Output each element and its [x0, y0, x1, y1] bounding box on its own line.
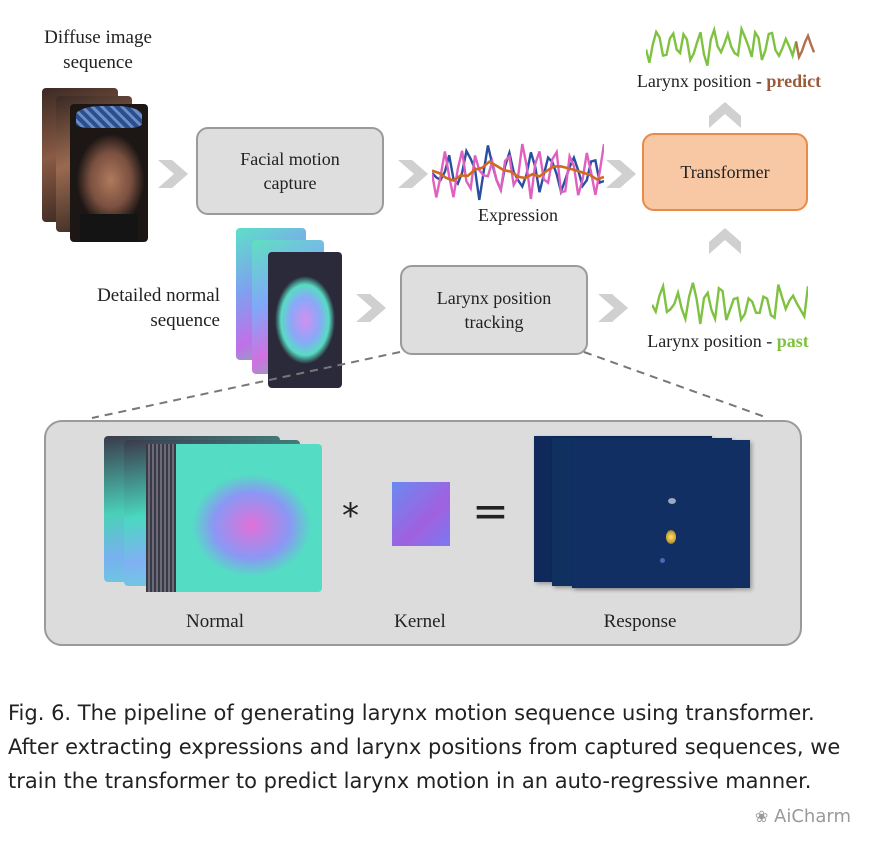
- larynx-position-tracking-box: Larynx position tracking: [400, 265, 588, 355]
- wechat-icon: ❀: [754, 807, 769, 826]
- arrow-up-to-transformer: [709, 228, 741, 254]
- arrow-chevron-3: [606, 160, 636, 188]
- predict-label-prefix: Larynx position -: [636, 71, 767, 91]
- response-label: Response: [603, 611, 677, 632]
- diffuse-sequence-label: Diffuse image sequence: [44, 27, 152, 73]
- kernel-label: Kernel: [394, 611, 446, 632]
- predict-label: Larynx position - predict: [604, 70, 854, 93]
- arrow-up-to-output: [709, 102, 741, 128]
- expression-waves: [432, 143, 604, 201]
- normal-sequence-label: Detailed normal sequence: [97, 285, 220, 331]
- arrow-chevron-5: [598, 294, 628, 322]
- response-frame-front: [572, 440, 750, 588]
- facial-motion-capture-box: Facial motion capture: [196, 127, 384, 215]
- diffuse-frame-front: [70, 104, 148, 242]
- normal-label: Normal: [185, 611, 245, 632]
- past-wave: [652, 281, 808, 325]
- kernel-image: [392, 482, 450, 546]
- predict-wave: [646, 24, 816, 66]
- normal-detail-frame-front: [146, 444, 322, 592]
- arrow-chevron-1: [158, 160, 188, 188]
- expression-label: Expression: [478, 205, 558, 225]
- normal-frame-front: [268, 252, 342, 388]
- arrow-chevron-2: [398, 160, 428, 188]
- equals-operator: =: [472, 486, 509, 537]
- zoom-dashed-lines: [91, 351, 769, 419]
- past-label-word: past: [776, 331, 809, 351]
- past-label-prefix: Larynx position -: [647, 331, 777, 351]
- transformer-box: Transformer: [642, 133, 808, 211]
- watermark-text: AiCharm: [774, 806, 851, 827]
- arrow-chevron-4: [356, 294, 386, 322]
- figure-caption: Fig. 6. The pipeline of generating laryn…: [8, 701, 841, 793]
- predict-label-word: predict: [766, 71, 822, 91]
- watermark: ❀ AiCharm: [755, 806, 851, 827]
- past-label: Larynx position - past: [618, 330, 838, 353]
- convolution-operator: *: [342, 496, 359, 536]
